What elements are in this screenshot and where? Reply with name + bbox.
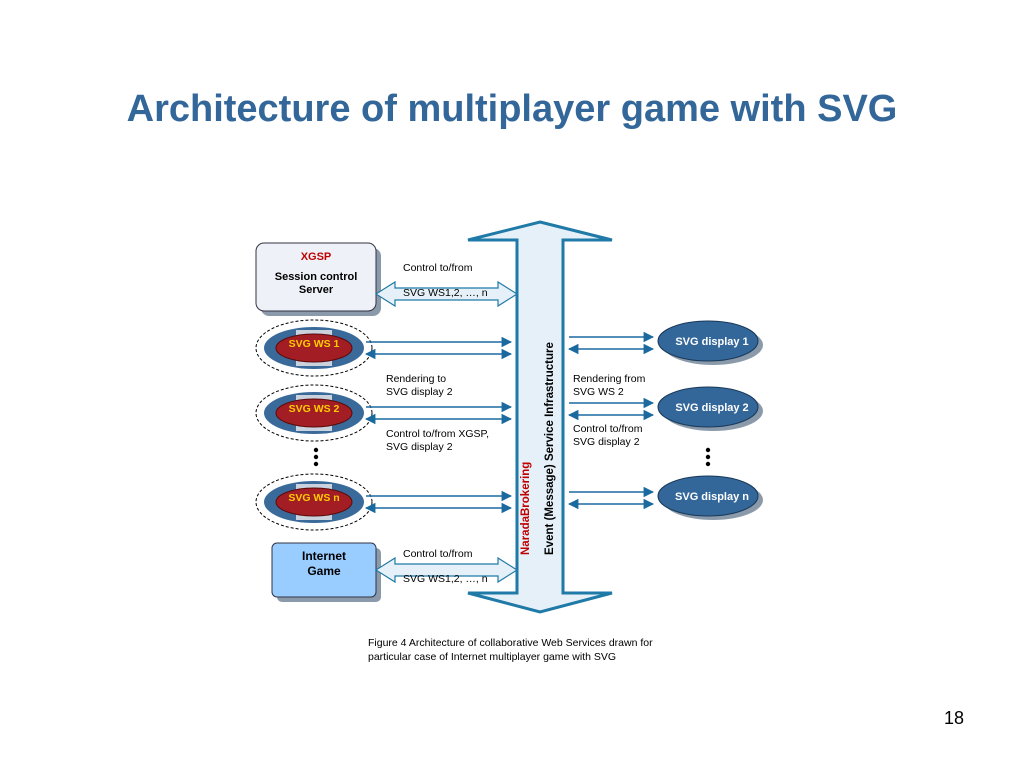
display-1-label: SVG display 1 bbox=[675, 336, 748, 348]
left-connectors bbox=[364, 336, 513, 514]
caption-line-1: Figure 4 Architecture of collaborative W… bbox=[368, 637, 653, 649]
ctrl-top-label-1: Control to/from bbox=[403, 262, 473, 274]
page-number: 18 bbox=[943, 708, 964, 728]
xgsp-server-box[interactable] bbox=[255, 242, 381, 316]
figure-caption: Figure 4 Architecture of collaborative W… bbox=[368, 636, 708, 664]
render-from-label-2: SVG WS 2 bbox=[573, 386, 624, 398]
internet-game-line2: Game bbox=[307, 564, 341, 578]
ctrl-bottom-label-1: Control to/from bbox=[403, 548, 473, 560]
xgsp-block-arrow bbox=[374, 280, 519, 308]
ws-2-node[interactable] bbox=[255, 384, 373, 442]
display-2-node[interactable] bbox=[657, 386, 763, 431]
ctrl-bottom-label-2: SVG WS1,2, …, n bbox=[403, 573, 488, 585]
display-n-node[interactable] bbox=[657, 475, 763, 520]
render-to-label-1: Rendering to bbox=[386, 373, 446, 385]
right-connectors bbox=[567, 331, 655, 510]
render-to-label-2: SVG display 2 bbox=[386, 386, 453, 398]
broker-label: NaradaBrokering Event (Message) Service … bbox=[520, 342, 556, 555]
ctrl-xgsp-label-2: SVG display 2 bbox=[386, 441, 453, 453]
internet-game-box[interactable] bbox=[271, 542, 381, 602]
ws-n-label: SVG WS n bbox=[288, 492, 339, 504]
ctrl-disp-label-1: Control to/from bbox=[573, 423, 643, 435]
ws-2-label: SVG WS 2 bbox=[289, 403, 340, 415]
display-2-label: SVG display 2 bbox=[675, 402, 748, 414]
caption-line-2: particular case of Internet multiplayer … bbox=[368, 651, 617, 663]
internet-game-line1: Internet bbox=[302, 549, 346, 563]
ctrl-disp-label-2: SVG display 2 bbox=[573, 436, 640, 448]
ctrl-xgsp-label-1: Control to/from XGSP, bbox=[386, 428, 489, 440]
xgsp-name: XGSP bbox=[301, 251, 332, 263]
display-n-label: SVG display n bbox=[675, 491, 749, 503]
broker-arrow bbox=[467, 220, 613, 614]
xgsp-line1: Session control bbox=[275, 271, 358, 283]
display-ellipsis bbox=[705, 447, 711, 467]
ws-ellipsis bbox=[313, 447, 319, 467]
display-1-node[interactable] bbox=[657, 320, 763, 365]
render-from-label-1: Rendering from bbox=[573, 373, 646, 385]
ws-n-node[interactable] bbox=[255, 473, 373, 531]
broker-name: NaradaBrokering bbox=[520, 462, 532, 555]
ws-1-label: SVG WS 1 bbox=[289, 338, 340, 350]
page-title: Architecture of multiplayer game with SV… bbox=[126, 88, 898, 130]
xgsp-line2: Server bbox=[299, 284, 334, 296]
ctrl-top-label-2: SVG WS1,2, …, n bbox=[403, 287, 488, 299]
ws-1-node[interactable] bbox=[255, 319, 373, 377]
broker-infra: Event (Message) Service Infrastructure bbox=[544, 342, 556, 555]
game-block-arrow bbox=[374, 556, 519, 584]
